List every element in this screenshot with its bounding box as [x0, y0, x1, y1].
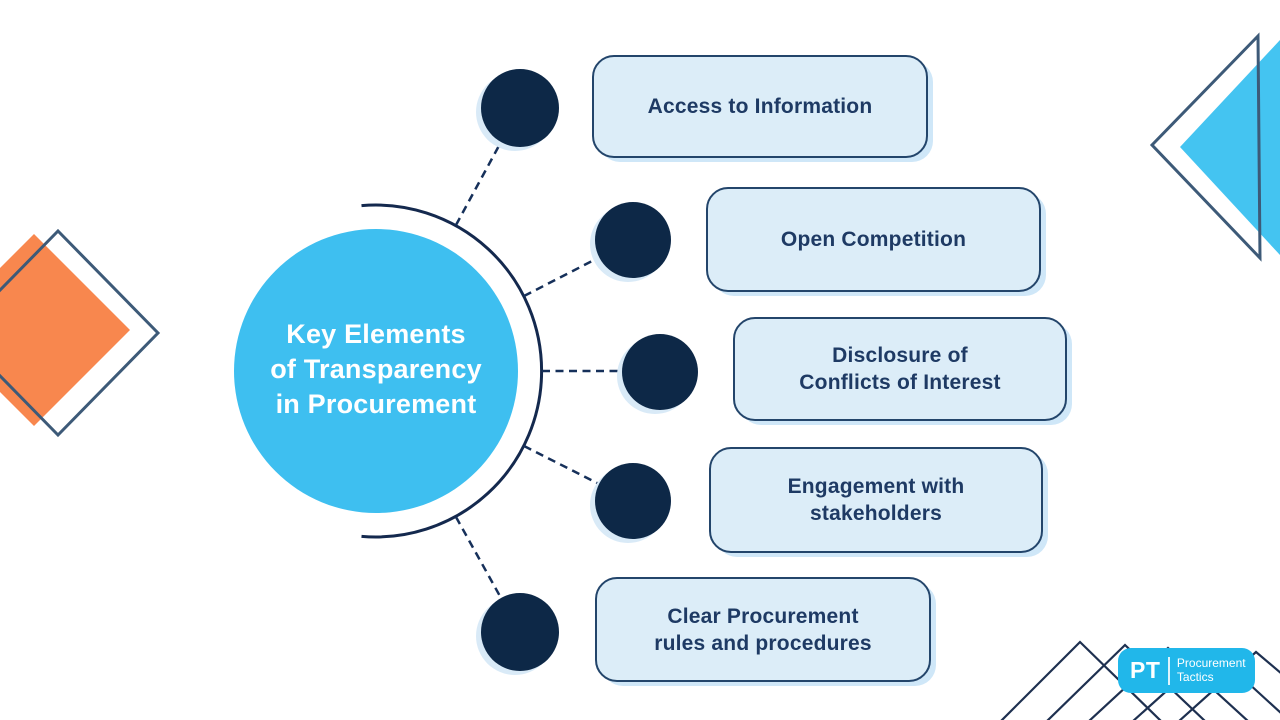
logo-initials: PT	[1130, 657, 1161, 683]
node-dot	[595, 202, 671, 278]
node-label: Access to Information	[647, 95, 873, 118]
node-label: Disclosure of Conflicts of Interest	[799, 344, 1001, 394]
node-label: Engagement with stakeholders	[787, 475, 965, 525]
hub-arc	[361, 203, 544, 539]
node-dot	[595, 463, 671, 539]
orange-diamond-shape	[0, 234, 130, 426]
node-label: Open Competition	[780, 228, 967, 251]
node-box-access-to-information: Access to Information	[592, 55, 928, 158]
node-box-clear-procurement-rules: Clear Procurement rules and procedures	[595, 577, 931, 682]
connector-lines	[454, 141, 622, 599]
node-dot	[481, 69, 559, 147]
diamond-outline-shape	[0, 228, 161, 438]
cyan-triangle-shape	[1180, 40, 1280, 255]
node-box-open-competition: Open Competition	[706, 187, 1041, 292]
logo-divider	[1168, 656, 1170, 685]
node-box-engagement-with-stakeholders: Engagement with stakeholders	[709, 447, 1043, 553]
node-label: Clear Procurement rules and procedures	[654, 604, 872, 655]
node-dot	[481, 593, 559, 671]
triangle-outline-shape	[1149, 32, 1262, 262]
node-box-disclosure-of-conflicts: Disclosure of Conflicts of Interest	[733, 317, 1067, 421]
hub-title: Key Elements of Transparency in Procurem…	[270, 319, 482, 419]
procurement-tactics-logo: PT Procurement Tactics	[1118, 648, 1255, 693]
node-dots	[481, 69, 698, 671]
hub-circle	[234, 229, 518, 513]
node-dot	[622, 334, 698, 410]
logo-name: Procurement Tactics	[1176, 656, 1246, 684]
